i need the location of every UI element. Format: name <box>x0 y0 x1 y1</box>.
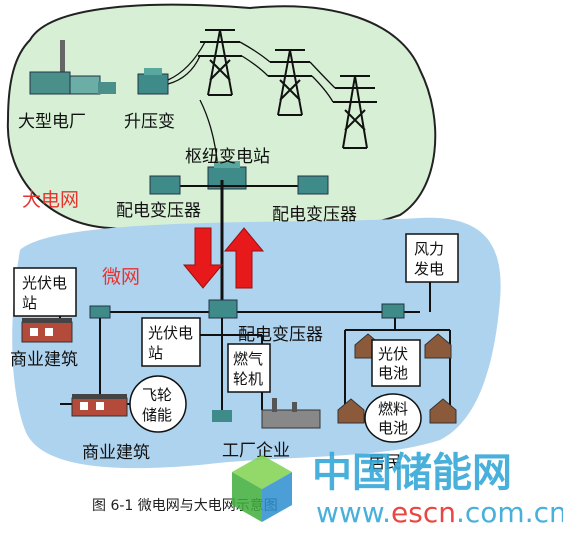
house-icon <box>337 398 365 424</box>
hub-substation-icon <box>207 161 247 190</box>
pv-battery-box <box>371 339 421 387</box>
transmission-tower-icon <box>333 75 377 149</box>
transmission-tower-icon <box>268 49 312 116</box>
gas-turbine-line2: 轮机 <box>233 370 263 388</box>
commercial-building-icon <box>21 318 73 343</box>
transformer-small-icon <box>381 303 405 319</box>
pv-station-left-line1: 光伏电 <box>22 274 67 292</box>
fuel-cell-line1: 燃料 <box>378 400 408 418</box>
wind-power-line1: 风力 <box>414 240 444 258</box>
commercial-1-label: 商业建筑 <box>10 350 78 370</box>
wind-power-box <box>405 233 459 283</box>
figure-caption: 图 6-1 微电网与大电网示意图 <box>92 497 278 514</box>
wind-power-line2: 发电 <box>414 260 444 278</box>
fuel-cell-line2: 电池 <box>378 419 408 437</box>
commercial-building-icon <box>71 394 128 417</box>
house-icon <box>424 333 452 359</box>
watermark-brand: 中国储能网 <box>312 450 512 496</box>
commercial-2-label: 商业建筑 <box>82 443 150 463</box>
watermark-site: www.escn.com.cn <box>316 496 563 529</box>
micro-grid-label: 微网 <box>102 266 140 288</box>
hub-substation-label: 枢纽变电站 <box>185 147 270 167</box>
pv-battery-line2: 电池 <box>378 364 408 382</box>
big-grid-label: 大电网 <box>22 189 79 211</box>
pv-station-center-line1: 光伏电 <box>148 324 193 342</box>
up-arrow-icon <box>223 227 265 289</box>
flywheel-line1: 飞轮 <box>142 386 172 404</box>
step-up-label: 升压变 <box>124 112 175 132</box>
pv-station-left-box <box>13 267 77 317</box>
distribution-transformer-icon <box>149 175 181 195</box>
down-arrow-icon <box>182 227 224 289</box>
micro-transformer-label: 配电变压器 <box>238 325 323 345</box>
transformer-small-icon <box>89 305 111 319</box>
pv-station-left-line2: 站 <box>22 294 37 312</box>
gas-turbine-line1: 燃气 <box>233 350 263 368</box>
power-plant-icon <box>29 40 116 95</box>
factory-icon <box>212 398 321 429</box>
transmission-line <box>167 41 336 171</box>
dist-transformer-left-label: 配电变压器 <box>116 201 201 221</box>
pv-station-center-line2: 站 <box>148 344 163 362</box>
watermark-logo-icon <box>232 455 292 522</box>
pv-battery-line1: 光伏 <box>378 345 408 363</box>
residents-label: 居民 <box>368 453 402 473</box>
big-plant-label: 大型电厂 <box>18 112 86 132</box>
pv-station-center-box <box>141 317 201 367</box>
house-icon <box>429 398 457 424</box>
factory-label: 工厂企业 <box>222 441 290 461</box>
dist-transformer-right-label: 配电变压器 <box>272 205 357 225</box>
distribution-transformer-icon <box>297 175 329 195</box>
fuel-cell-ellipse <box>364 393 422 443</box>
transmission-tower-icon <box>198 29 242 96</box>
micro-transformer-icon <box>208 299 238 319</box>
flywheel-line2: 储能 <box>142 406 172 424</box>
flywheel-ellipse <box>129 375 187 433</box>
gas-turbine-box <box>227 343 271 393</box>
